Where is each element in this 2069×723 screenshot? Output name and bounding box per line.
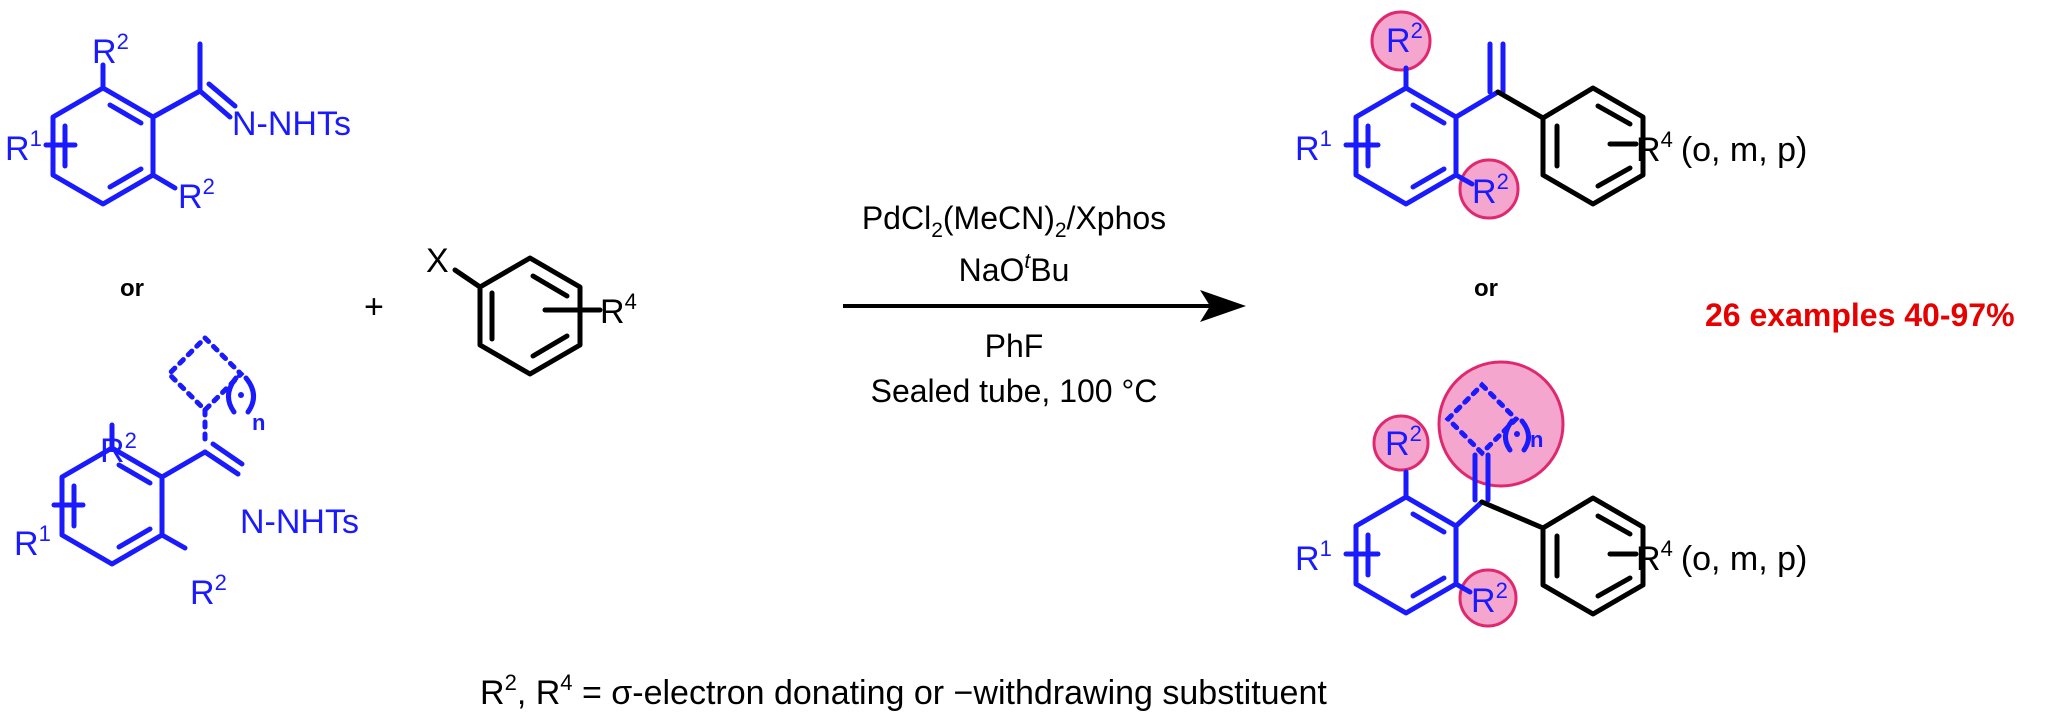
temperature-line: Sealed tube, 100 °C: [871, 373, 1158, 409]
highlight-r2: [1458, 158, 1520, 220]
r2-label: R2: [190, 570, 227, 612]
x-label: X: [426, 242, 449, 280]
highlight-ring: [1437, 360, 1565, 488]
product-alkene-top: R2 R1 R2 R4(o, m, p): [1295, 10, 1807, 220]
product-alkene-cyclic: n R2 R1 R2 R4(o, m, p): [1295, 360, 1807, 628]
or-label: or: [120, 275, 144, 302]
r2-label: R2: [1386, 18, 1423, 60]
hydrazone-label: N-NHTs: [240, 503, 359, 541]
r2-label: R2: [1472, 169, 1509, 211]
hydrazone-label: N-NHTs: [232, 105, 351, 143]
r2-label: R2: [1385, 421, 1422, 463]
r2-label: R2: [1471, 578, 1508, 620]
base-line: NaOtBu: [959, 250, 1070, 288]
reactant-aryl-halide: X R4: [426, 242, 637, 377]
examples-yield-label: 26 examples 40-97%: [1705, 297, 2015, 333]
r4-label: R4(o, m, p): [1636, 127, 1807, 169]
or-label: or: [1474, 275, 1498, 302]
r1-label: R1: [1295, 536, 1332, 578]
r4-label: R4(o, m, p): [1636, 536, 1807, 578]
highlight-r2: [1372, 414, 1430, 472]
arrow-head: [1200, 290, 1246, 322]
solvent-line: PhF: [985, 328, 1044, 364]
ring-size-n: n: [252, 410, 265, 435]
catalyst-line: PdCl2(MeCN)2/Xphos: [862, 200, 1166, 242]
reactant-hydrazone-top: R2 R1 R2 N-NHTs: [5, 29, 351, 216]
ring-size-n: n: [1530, 427, 1543, 452]
highlight-r2: [1458, 568, 1518, 628]
reaction-conditions: PdCl2(MeCN)2/Xphos NaOtBu PhF Sealed tub…: [843, 200, 1246, 409]
reactant-hydrazone-cyclic: n R2 R1 R2 N-NHTs: [14, 334, 359, 612]
r1-label: R1: [5, 126, 42, 168]
r2-label: R2: [92, 29, 129, 71]
plus-sign: +: [364, 288, 384, 326]
substituent-footnote: R2, R4 = σ-electron donating or −withdra…: [480, 670, 1327, 712]
r4-label: R4: [600, 289, 637, 331]
r2-label: R2: [100, 428, 137, 470]
r2-label: R2: [178, 174, 215, 216]
highlight-r2: [1370, 10, 1432, 72]
r1-label: R1: [1295, 126, 1332, 168]
r1-label: R1: [14, 521, 51, 563]
